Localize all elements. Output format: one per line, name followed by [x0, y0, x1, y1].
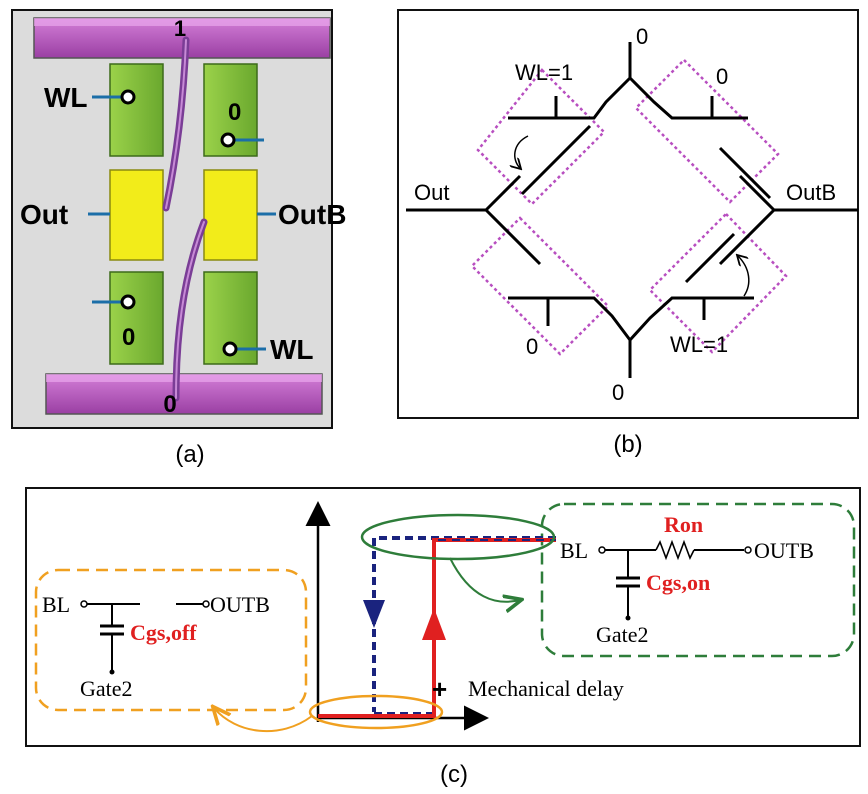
pull-in-arrowhead — [422, 608, 446, 640]
switch-box-bottom-right — [648, 212, 788, 354]
electrode-bottom-left — [109, 271, 164, 365]
top-beam-label: 1 — [174, 16, 186, 41]
bottom-right-plate — [684, 232, 736, 284]
panel-b-frame — [397, 9, 859, 419]
bottom-beam-label: 0 — [163, 391, 176, 418]
zero-top-pin — [220, 132, 236, 148]
caption-a: (a) — [175, 441, 204, 468]
off-bl-terminal — [80, 600, 88, 608]
panel-a-frame — [11, 9, 333, 429]
wl-top-label: WL — [44, 82, 88, 113]
on-bl-label: BL — [560, 538, 588, 563]
cantilever-bottom-edge — [175, 221, 205, 399]
wl-bottom-label: WL — [270, 334, 314, 365]
top-right-bridge — [628, 76, 748, 120]
on-state-box — [540, 502, 856, 658]
bottom-beam-highlight — [46, 374, 322, 382]
outb-label-b: OutB — [786, 180, 836, 205]
release-path — [372, 536, 556, 712]
actuation-arrow-top — [515, 135, 529, 168]
on-pointer-arrow — [449, 557, 520, 602]
mechanical-delay-label: Mechanical delay — [468, 676, 624, 701]
off-bl-label: BL — [42, 592, 70, 617]
top-left-bridge — [508, 76, 632, 120]
out-label-b: Out — [414, 180, 449, 205]
top-left-plate — [520, 124, 592, 196]
switch-box-bottom-left — [470, 216, 610, 356]
actuation-arrow-bottom — [738, 256, 750, 297]
off-gate-terminal — [109, 669, 115, 675]
zero-top-right-label: 0 — [228, 99, 241, 126]
release-arrowhead — [363, 600, 385, 628]
top-node-label: 0 — [636, 24, 648, 49]
off-state-ellipse — [308, 694, 444, 730]
top-beam-highlight — [34, 18, 330, 26]
off-cap-label: Cgs,off — [130, 620, 197, 645]
wl-top-label-b: WL=1 — [515, 60, 573, 85]
on-outb-terminal — [744, 546, 752, 554]
on-bl-terminal — [598, 546, 606, 554]
right-node-down — [718, 208, 776, 266]
caption-b: (b) — [613, 431, 642, 458]
contact-outb — [203, 169, 258, 261]
bottom-left-bridge — [508, 296, 632, 341]
contact-out — [109, 169, 164, 261]
out-label: Out — [20, 199, 68, 230]
zero-bottom-left-label: 0 — [122, 324, 135, 351]
panel-b: 0 WL=1 0 Out OutB 0 WL=1 0 (b) — [397, 9, 859, 458]
off-outb-terminal — [202, 600, 210, 608]
on-resistor — [655, 539, 695, 561]
off-state-box — [34, 568, 308, 712]
switch-box-top-right — [634, 58, 780, 204]
on-outb-label: OUTB — [754, 538, 814, 563]
cantilever-top-edge — [165, 39, 187, 209]
wl-bottom-label-b: WL=1 — [670, 332, 728, 357]
zero-bottom-left-label-b: 0 — [526, 334, 538, 359]
wl-bottom-pin — [222, 341, 238, 357]
outb-label: OutB — [278, 199, 346, 230]
on-res-label: Ron — [664, 512, 703, 537]
left-node-down — [484, 208, 542, 266]
bottom-right-bridge — [628, 296, 754, 342]
off-outb-label: OUTB — [210, 592, 270, 617]
electrode-top-left — [109, 63, 164, 157]
panel-c-frame — [25, 487, 861, 747]
bottom-node-label: 0 — [612, 380, 624, 405]
on-state-ellipse — [360, 513, 556, 561]
top-right-plate — [718, 146, 772, 200]
on-cap-label: Cgs,on — [646, 570, 710, 595]
plus-sign: + — [432, 674, 447, 704]
wl-top-pin — [120, 89, 136, 105]
zero-bottom-pin — [120, 294, 136, 310]
left-node-up — [484, 174, 522, 212]
on-gate-label: Gate2 — [596, 622, 649, 647]
panel-a: 1 0 WL 0 Out OutB 0 WL (a) — [11, 9, 346, 468]
off-gate-label: Gate2 — [80, 676, 133, 701]
off-pointer-arrow — [214, 708, 313, 733]
caption-c: (c) — [440, 761, 468, 788]
right-node-up — [738, 174, 776, 212]
zero-top-right-label-b: 0 — [716, 64, 728, 89]
panel-c: BL OUTB Cgs,off Gate2 BL Ron OUTB Cgs,on… — [25, 487, 861, 788]
switch-box-top-left — [476, 68, 606, 206]
on-gate-terminal — [625, 615, 631, 621]
